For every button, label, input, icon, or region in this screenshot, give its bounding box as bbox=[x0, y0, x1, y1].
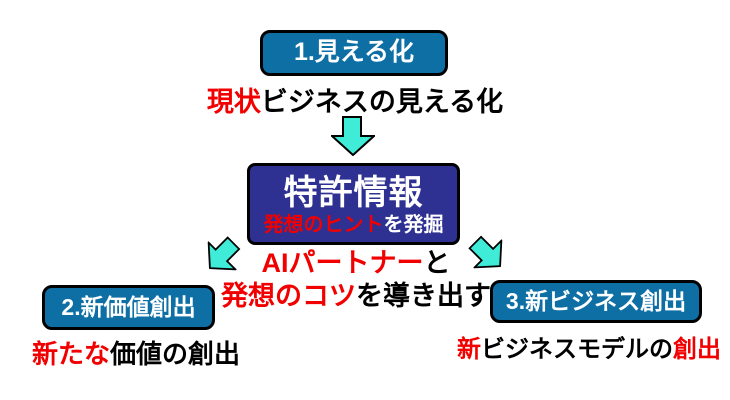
ai-partner-caption-line2: 発想のコツを導き出す bbox=[0, 280, 712, 313]
step1-box: 1.見える化 bbox=[260, 30, 448, 76]
step3-caption-red-start: 新 bbox=[457, 336, 481, 363]
patent-info-title: 特許情報 bbox=[283, 174, 424, 212]
step1-box-label: 1.見える化 bbox=[293, 38, 415, 67]
step2-box-label: 2.新価値創出 bbox=[61, 293, 196, 320]
step3-caption-red-end: 創出 bbox=[673, 336, 721, 363]
patent-info-subtitle: 発想のヒントを発掘 bbox=[264, 213, 444, 237]
ai-partner-caption-line2-black: を導き出す bbox=[356, 281, 491, 311]
ai-partner-caption-line1: AIパートナーと bbox=[0, 247, 712, 280]
patent-info-box: 特許情報 発想のヒントを発掘 bbox=[247, 163, 460, 245]
ai-partner-caption-line1-black: と bbox=[423, 248, 451, 278]
step3-caption-black: ビジネスモデルの bbox=[481, 336, 673, 363]
patent-info-subtitle-white: を発掘 bbox=[383, 214, 444, 236]
step1-caption: 現状ビジネスの見える化 bbox=[0, 80, 710, 119]
step3-caption: 新ビジネスモデルの創出 bbox=[457, 329, 721, 364]
ai-partner-caption-line2-red: 発想のコツ bbox=[221, 281, 356, 311]
step3-box-label: 3.新ビジネス創出 bbox=[505, 287, 687, 314]
step3-box: 3.新ビジネス創出 bbox=[490, 280, 702, 323]
ai-partner-caption: AIパートナーと 発想のコツを導き出す bbox=[0, 247, 712, 313]
ai-partner-caption-line1-red: AIパートナー bbox=[261, 248, 424, 278]
down-arrow-icon bbox=[331, 116, 375, 156]
step2-caption-black: 価値の創出 bbox=[110, 339, 241, 369]
down-right-arrow-icon bbox=[468, 235, 503, 269]
step2-box: 2.新価値創出 bbox=[42, 285, 215, 330]
step1-caption-red: 現状 bbox=[206, 87, 261, 117]
step2-caption: 新たな価値の創出 bbox=[32, 334, 240, 371]
step2-caption-red: 新たな bbox=[32, 339, 111, 369]
patent-info-subtitle-red: 発想のヒント bbox=[263, 214, 384, 236]
step1-caption-black: ビジネスの見える化 bbox=[260, 87, 504, 117]
down-left-arrow-icon bbox=[207, 236, 241, 271]
